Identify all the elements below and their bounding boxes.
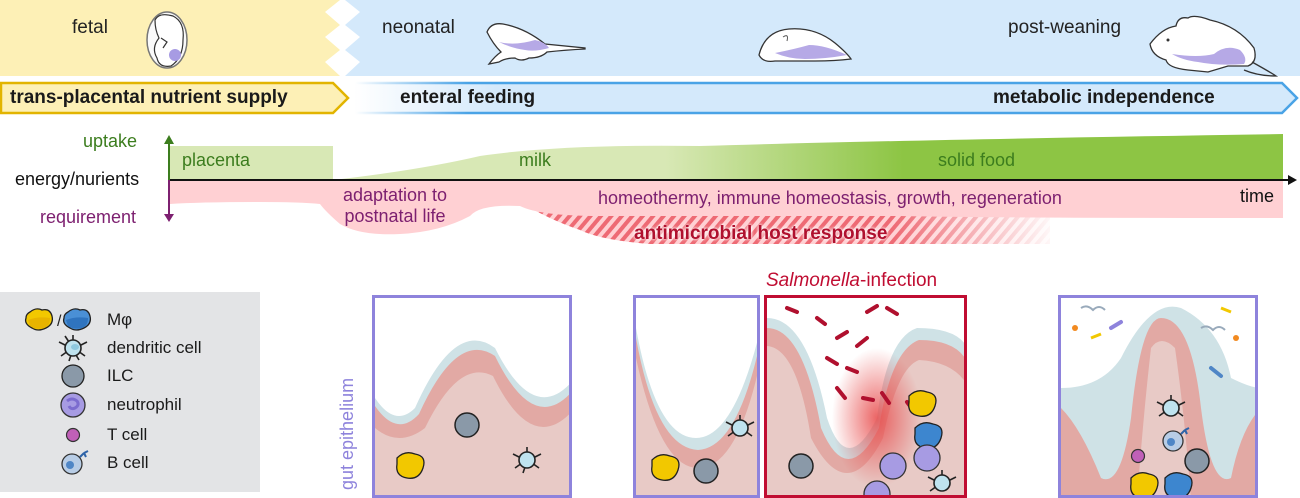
axis-label-requirement: requirement [40,207,137,227]
uptake-arrowhead [164,135,174,144]
trans-placental-arrow [0,81,350,115]
legend-label-neutrophil: neutrophil [107,395,182,414]
gut-panel-neonatal-drawing [375,298,569,495]
salmonella-title-italic: Salmonella [766,270,860,291]
gut-panel-infection [764,295,967,498]
adult-mouse-icon [1149,15,1279,77]
b-cell-icon [61,450,89,475]
placenta-uptake-area [170,146,333,180]
salmonella-infection-title: Salmonella-infection [766,270,937,292]
neutrophil-icon [60,392,86,418]
macrophage-separator: / [57,313,62,330]
requirement-label-adaptation: adaptation to postnatal life [330,185,460,227]
phase-label-metabolic-independence: metabolic independence [993,87,1215,108]
uptake-label-placenta: placenta [182,150,251,170]
gut-epithelium-label: gut epithelium [337,377,357,490]
phase-label-trans-placental: trans-placental nutrient supply [10,87,288,108]
dendritic-cell-icon [58,335,88,362]
requirement-label-homeostasis: homeothermy, immune homeostasis, growth,… [598,188,1062,208]
uptake-label-solid-food: solid food [938,150,1016,170]
stage-bands [0,0,1300,115]
axis-label-uptake: uptake [83,131,138,151]
gut-panel-neonatal [372,295,572,498]
legend-label-b-cell: B cell [107,453,149,472]
macrophage-icon: / [24,308,92,331]
requirement-arrowhead [164,214,174,222]
milk-solid-uptake-area [333,134,1283,180]
gut-panel-control-drawing [636,298,757,495]
postnatal-phase-arrow [353,81,1299,115]
legend-label-t-cell: T cell [107,425,148,444]
adaptation-line-1: adaptation to [342,185,448,205]
legend-item-ilc: ILC [0,362,260,390]
legend-item-macrophage: / Mφ [0,306,260,334]
phase-label-enteral-feeding: enteral feeding [400,87,536,108]
time-axis-arrowhead [1288,175,1297,185]
requirement-label-antimicrobial: antimicrobial host response [634,223,888,244]
legend-item-t-cell: T cell [0,421,260,449]
cell-legend: / Mφ dendritic cell ILC neut [0,292,260,492]
stage-label-fetal: fetal [72,17,108,38]
legend-item-neutrophil: neutrophil [0,391,260,419]
gut-panel-post-weaning-drawing [1061,298,1255,495]
stage-label-neonatal: neonatal [382,17,455,38]
salmonella-title-rest: -infection [860,270,938,291]
legend-label-macrophage: Mφ [107,310,133,329]
neonatal-mouse-icon [486,23,586,65]
fetus-icon [146,11,188,69]
requirement-area [170,180,1283,235]
axis-label-time: time [1240,186,1275,206]
legend-label-dendritic-cell: dendritic cell [107,338,202,357]
uptake-label-milk: milk [519,150,551,170]
energy-timeline [164,134,1297,244]
gut-panel-infection-drawing [767,298,964,495]
axis-label-energy: energy/nurients [15,169,140,189]
t-cell-icon [65,427,81,443]
adaptation-line-2: postnatal life [344,206,446,226]
juvenile-mouse-icon [758,28,853,63]
legend-label-ilc: ILC [107,366,134,385]
stage-label-post-weaning: post-weaning [1008,17,1122,38]
legend-item-b-cell: B cell [0,449,260,477]
gut-panel-neonatal-control [633,295,760,498]
legend-item-dendritic-cell: dendritic cell [0,334,260,362]
gut-panel-post-weaning [1058,295,1258,498]
ilc-icon [61,364,85,388]
